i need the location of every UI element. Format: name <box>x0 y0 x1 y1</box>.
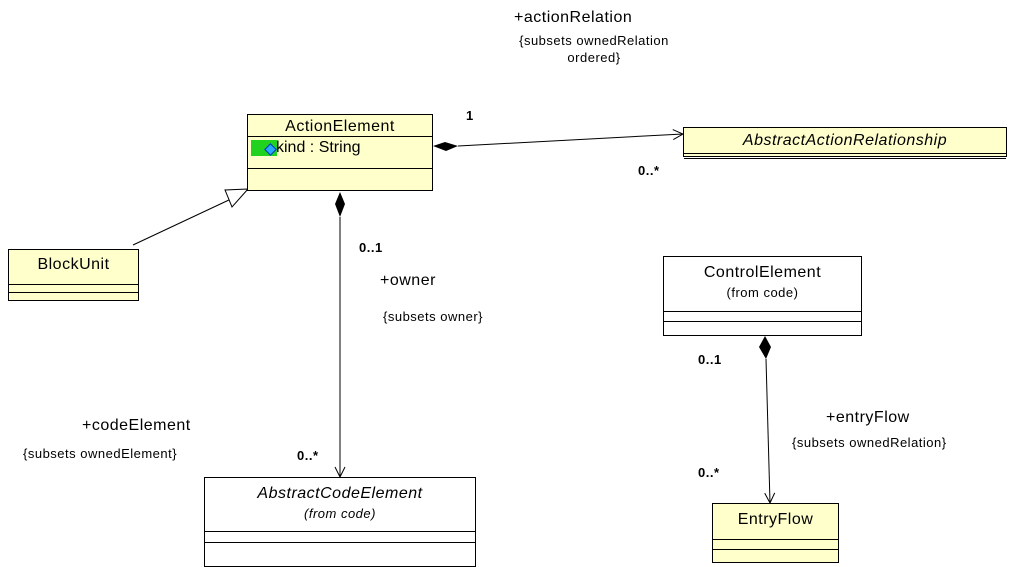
multiplicity-code-element: 0..* <box>297 448 319 463</box>
multiplicity-owner: 0..1 <box>359 240 383 255</box>
composition-diamond-code-element <box>335 192 345 217</box>
multiplicity-action-relation-target: 0..* <box>638 163 660 178</box>
constraint-label-code-element: {subsets ownedElement} <box>23 446 178 461</box>
composition-diamond-action-relation <box>433 142 458 151</box>
divider <box>205 542 475 543</box>
divider <box>9 292 138 293</box>
class-abstract-code-element[interactable]: AbstractCodeElement (from code) <box>204 477 476 567</box>
attribute-text: kind : String <box>276 139 361 156</box>
divider <box>684 158 1006 159</box>
class-name: ActionElement <box>285 118 395 135</box>
package-origin: (from code) <box>726 285 799 300</box>
class-name: EntryFlow <box>737 511 814 528</box>
class-entry-flow[interactable]: EntryFlow <box>712 503 839 563</box>
role-label-action-relation: +actionRelation <box>514 9 633 26</box>
class-name: ControlElement <box>703 264 822 281</box>
divider <box>9 284 138 285</box>
divider <box>684 153 1006 154</box>
constraint-label-action-relation: {subsets ownedRelation ordered} <box>481 32 707 66</box>
class-control-element[interactable]: ControlElement (from code) <box>663 256 862 336</box>
class-name: AbstractActionRelationship <box>742 132 948 149</box>
class-block-unit[interactable]: BlockUnit <box>8 249 139 301</box>
class-name: BlockUnit <box>37 256 110 273</box>
multiplicity-entry-flow-source: 0..1 <box>698 352 722 367</box>
generalization-line-block-unit[interactable] <box>132 198 232 246</box>
divider <box>205 531 475 532</box>
attribute-kind[interactable]: kind : String <box>248 137 432 159</box>
role-label-code-element: +codeElement <box>82 417 191 434</box>
generalization-arrowhead <box>224 188 250 208</box>
divider <box>713 539 838 540</box>
role-label-owner: +owner <box>380 272 436 289</box>
divider <box>248 168 432 169</box>
constraint-label-owner: {subsets owner} <box>383 309 484 324</box>
composition-diamond-entry-flow <box>759 336 771 359</box>
constraint-line: {subsets ownedRelation <box>519 33 669 48</box>
divider <box>664 321 861 322</box>
class-action-element[interactable]: ActionElement kind : String <box>247 114 433 191</box>
constraint-label-entry-flow: {subsets ownedRelation} <box>792 435 947 450</box>
class-abstract-action-relationship[interactable]: AbstractActionRelationship <box>683 127 1007 159</box>
divider <box>713 549 838 550</box>
role-label-entry-flow: +entryFlow <box>826 409 910 426</box>
multiplicity-entry-flow-target: 0..* <box>698 465 720 480</box>
class-name: AbstractCodeElement <box>257 485 423 502</box>
association-line-action-relation[interactable] <box>457 134 683 147</box>
package-origin: (from code) <box>304 506 376 521</box>
constraint-line: ordered} <box>567 50 621 65</box>
multiplicity-action-relation-source: 1 <box>466 108 474 123</box>
divider <box>664 311 861 312</box>
divider <box>248 136 432 137</box>
association-line-entry-flow[interactable] <box>766 358 770 503</box>
